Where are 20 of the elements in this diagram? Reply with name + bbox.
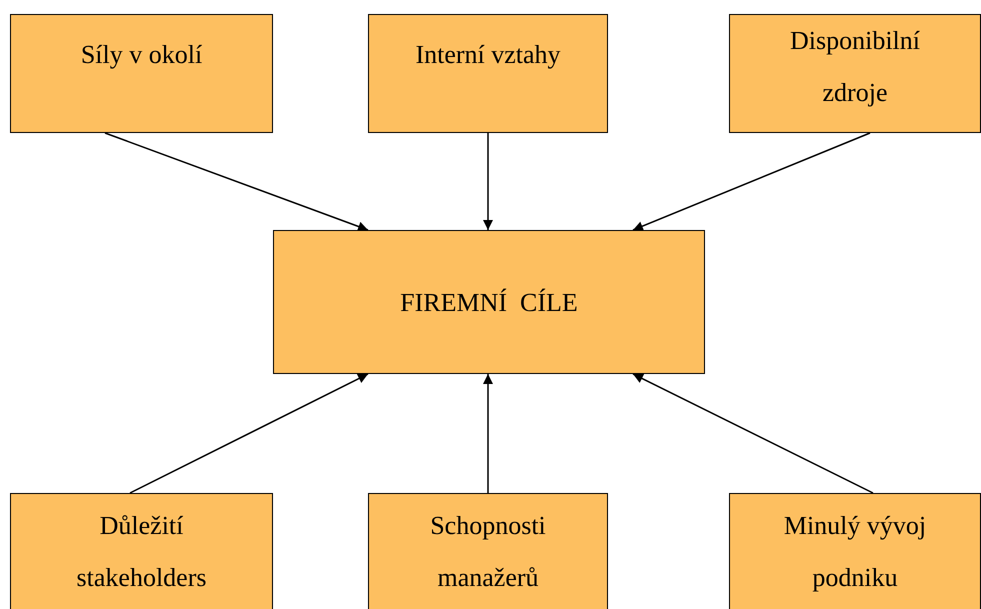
arrow <box>104 132 368 232</box>
arrow <box>130 373 368 494</box>
process-box <box>368 493 608 609</box>
box-label: FIREMNÍ CÍLE <box>399 287 579 319</box>
box-label: Síly v okolí <box>80 39 204 71</box>
process-box <box>10 14 273 133</box>
process-box <box>10 493 273 609</box>
process-box <box>729 493 981 609</box>
arrow <box>632 373 874 494</box>
box-label: Důležití stakeholders <box>76 510 208 594</box>
box-label: Interní vztahy <box>414 39 562 71</box>
process-box <box>368 14 608 133</box>
arrow <box>632 132 870 231</box>
box-label: Minulý vývoj podniku <box>782 510 928 594</box>
process-box <box>729 14 981 133</box>
box-label: Disponibilní zdroje <box>788 25 921 109</box>
process-box <box>273 230 705 374</box>
arrow <box>483 374 493 493</box>
arrow <box>483 133 493 230</box>
box-label: Schopnosti manažerů <box>429 510 547 594</box>
